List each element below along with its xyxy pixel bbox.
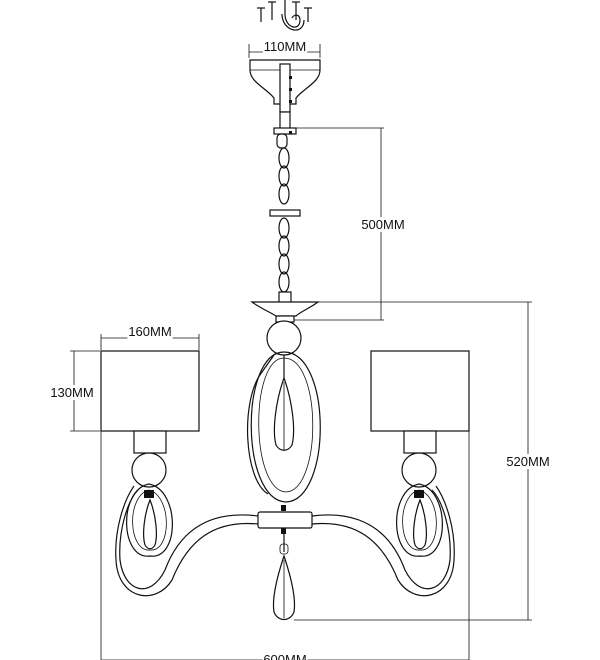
canopy-width-label: 110MM: [264, 39, 306, 54]
label-backing: [360, 217, 406, 232]
screw-icon: [292, 1, 300, 20]
shade-height-label: 130MM: [50, 385, 93, 400]
shade-width-label: 160MM: [128, 324, 171, 339]
chain-length-label: 500MM: [361, 217, 404, 232]
shade-height-dimension: 130MM: [49, 350, 100, 432]
mounting-hardware: [257, 0, 312, 31]
shade-width-dimension: 160MM: [100, 324, 200, 350]
label-backing: [505, 454, 551, 469]
label-backing: [262, 39, 308, 54]
total-width-label: 600MM: [263, 652, 306, 660]
chandelier-arms: [115, 485, 455, 597]
total-height-label: 520MM: [506, 454, 549, 469]
right-lampshade: [370, 350, 470, 432]
screw-icon: [257, 7, 265, 22]
left-lampshade: [100, 350, 200, 432]
total-width-dimension: 600MM: [100, 431, 470, 660]
label-backing: [262, 652, 308, 660]
chain-length-dimension: 500MM: [292, 127, 406, 321]
ceiling-hook-icon: [281, 0, 305, 31]
label-backing: [127, 324, 173, 339]
center-body: [247, 301, 321, 503]
label-backing: [49, 385, 95, 400]
chain: [269, 111, 301, 305]
screw-icon: [304, 7, 312, 22]
total-height-dimension: 520MM: [294, 301, 551, 621]
ceiling-canopy: [249, 59, 321, 113]
bottom-crystal: [272, 534, 296, 621]
right-lamp: [370, 350, 470, 557]
canopy-width-dimension: 110MM: [248, 39, 321, 58]
screw-icon: [268, 1, 276, 20]
left-lamp: [100, 350, 200, 557]
